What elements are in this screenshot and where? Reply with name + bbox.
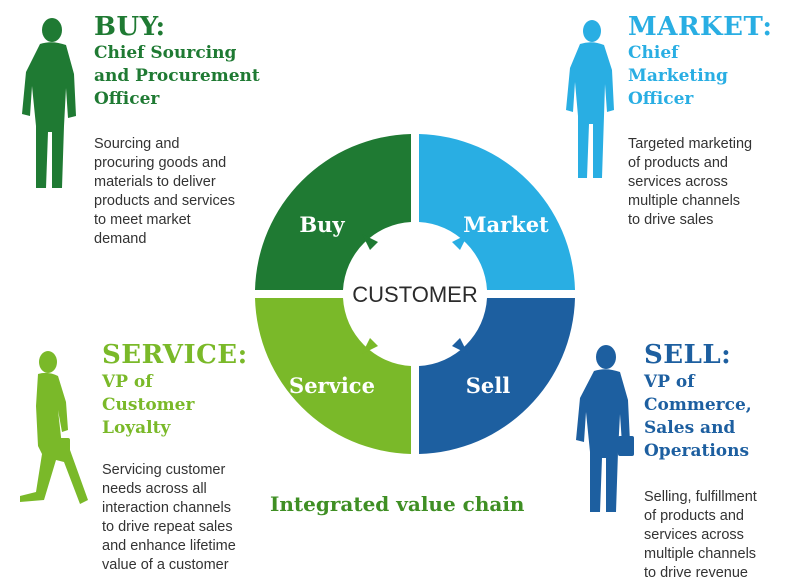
integrated-value-chain-label: Integrated value chain (270, 492, 525, 516)
wheel-segment-service (255, 298, 411, 454)
sell-description-line: to drive revenue (644, 565, 748, 581)
value-chain-wheel: Buy Market Service Sell CUSTOMER (255, 134, 575, 454)
sell-role-line: VP of (644, 372, 695, 392)
sell-description-line: multiple channels (644, 546, 757, 562)
buy-role: Chief Sourcing and Procurement Officer (94, 42, 260, 111)
sell-description-line: of products and (644, 508, 744, 524)
sell-heading: SELL: (644, 340, 732, 370)
service-description-line: Servicing customer (102, 462, 226, 478)
market-person-silhouette (566, 20, 614, 178)
buy-person-silhouette (22, 18, 76, 188)
sell-role-line: Sales and (644, 418, 736, 438)
service-description-line: and enhance lifetime (102, 538, 236, 554)
market-description: Targeted marketing of products and servi… (628, 135, 752, 230)
market-description-line: multiple channels (628, 193, 741, 209)
service-heading: SERVICE: (102, 340, 248, 370)
service-role: VP of Customer Loyalty (102, 371, 194, 440)
buy-role-line: Officer (94, 89, 160, 109)
wheel-label-sell: Sell (466, 373, 511, 398)
market-role-line: Officer (628, 89, 694, 109)
wheel-label-market: Market (463, 212, 549, 237)
buy-description-line: materials to deliver (94, 174, 216, 190)
arrow-notch (362, 234, 378, 250)
service-description-line: to drive repeat sales (102, 519, 233, 535)
arrow-notch (362, 338, 378, 354)
sell-description-line: services across (644, 527, 744, 543)
market-description-line: to drive sales (628, 212, 714, 228)
service-description-line: interaction channels (102, 500, 231, 516)
buy-description-line: to meet market (94, 212, 191, 228)
market-description-line: Targeted marketing (628, 136, 753, 152)
buy-role-line: Chief Sourcing (94, 43, 237, 63)
buy-role-line: and Procurement (94, 66, 260, 86)
wheel-segment-buy (255, 134, 411, 290)
sell-role-line: Commerce, (644, 395, 752, 415)
market-heading: MARKET: (628, 12, 773, 42)
market-role-line: Chief (628, 43, 679, 63)
wheel-segment-market (419, 134, 575, 290)
market-description-line: services across (628, 174, 728, 190)
wheel-label-service: Service (289, 373, 375, 398)
buy-description-line: products and services (94, 193, 236, 209)
market-role-line: Marketing (628, 66, 728, 86)
service-description: Servicing customer needs across all inte… (102, 461, 236, 575)
buy-description: Sourcing and procuring goods and materia… (94, 135, 235, 249)
wheel-label-buy: Buy (299, 212, 345, 237)
service-role-line: Loyalty (102, 418, 171, 438)
service-description-line: needs across all (102, 481, 207, 497)
service-person-silhouette (20, 351, 88, 504)
sell-role-line: Operations (644, 441, 750, 461)
buy-description-line: procuring goods and (94, 155, 227, 171)
market-description-line: of products and (628, 155, 728, 171)
market-role: Chief Marketing Officer (628, 42, 728, 111)
arrow-notch (452, 338, 468, 354)
arrow-notch (452, 234, 468, 250)
buy-description-line: Sourcing and (94, 136, 180, 152)
wheel-segment-sell (419, 298, 575, 454)
wheel-center-label: CUSTOMER (352, 282, 478, 307)
sell-description: Selling, fulfillment of products and ser… (644, 488, 757, 583)
service-role-line: VP of (102, 372, 153, 392)
buy-description-line: demand (94, 231, 147, 247)
service-description-line: value of a customer (102, 557, 229, 573)
buy-heading: BUY: (94, 12, 166, 42)
sell-person-silhouette (576, 345, 634, 512)
sell-role: VP of Commerce, Sales and Operations (644, 371, 752, 463)
service-role-line: Customer (102, 395, 195, 415)
sell-description-line: Selling, fulfillment (644, 489, 757, 505)
